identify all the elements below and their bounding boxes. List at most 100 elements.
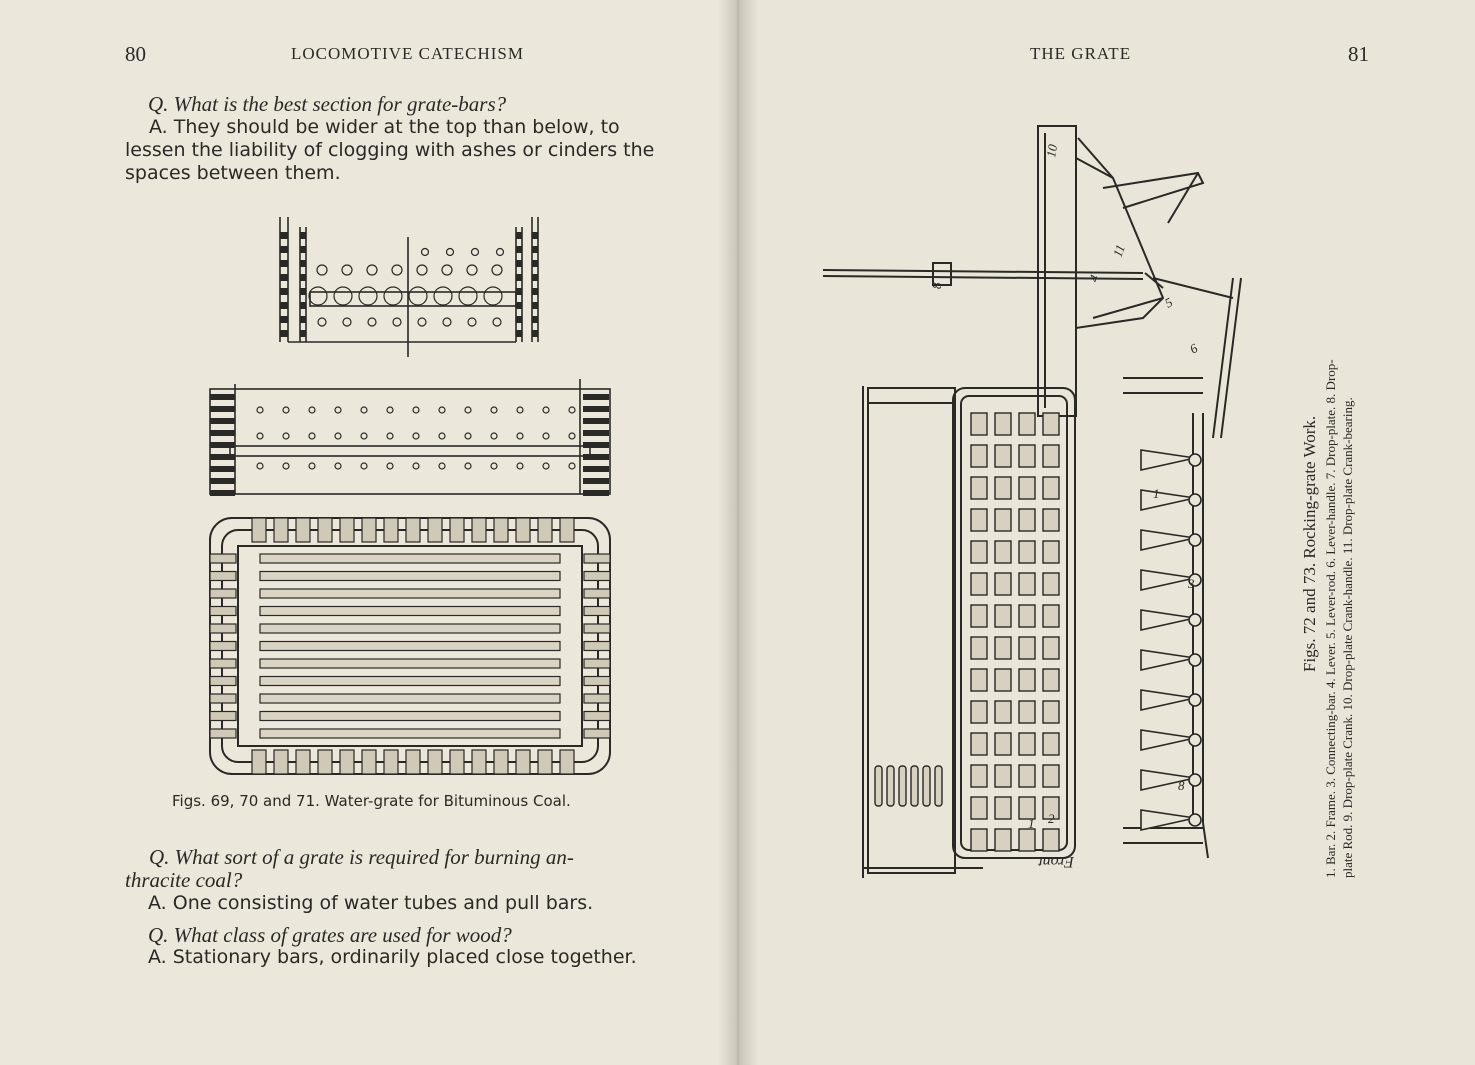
crank-pivot [1188, 733, 1202, 747]
grate-bar [1042, 572, 1060, 596]
grate-bar [874, 765, 883, 807]
legend-line: 1. Bar. 2. Frame. 3. Connecting-bar. 4. … [1323, 359, 1338, 878]
answer-wood: A. Stationary bars, ordinarily placed cl… [148, 946, 637, 968]
brick-hatch [280, 330, 288, 337]
tube-end [427, 517, 443, 543]
brick-hatch [532, 232, 538, 239]
tube-end [317, 749, 333, 775]
grate-tube [259, 623, 561, 634]
brick-hatch [516, 316, 522, 323]
tube-end [209, 605, 237, 617]
tube-end [583, 728, 611, 739]
tube-end [583, 553, 611, 564]
grate-bar [994, 412, 1012, 436]
grate-bar [994, 604, 1012, 628]
grate-bar [1042, 828, 1060, 852]
tube-end [471, 517, 487, 543]
grate-bar [970, 444, 988, 468]
water-tube [442, 317, 452, 327]
grate-bar [994, 764, 1012, 788]
tube-end [583, 640, 611, 652]
tube-end [209, 553, 237, 564]
tube-end [405, 749, 421, 775]
tube-end [383, 749, 399, 775]
brick-hatch [532, 330, 538, 337]
label-4: 4 [1086, 272, 1102, 284]
water-tube [386, 406, 394, 414]
water-tube [466, 264, 478, 276]
brick-hatch [210, 454, 235, 460]
water-tube [464, 432, 472, 440]
grate-bar [1018, 540, 1036, 564]
label-6: 6 [1187, 340, 1201, 356]
grate-bar [1018, 604, 1036, 628]
label-front: Front. [1034, 853, 1075, 870]
water-tube [360, 406, 368, 414]
tube-end [251, 749, 267, 775]
tube-end [515, 749, 531, 775]
water-tube [308, 406, 316, 414]
grate-bar [1042, 700, 1060, 724]
tube-end [209, 693, 237, 704]
water-tube [438, 432, 446, 440]
crank-pivot [1188, 533, 1202, 547]
crank-arm [1140, 449, 1196, 471]
grate-bar [970, 828, 988, 852]
tube-end [583, 588, 611, 599]
water-tube [360, 432, 368, 440]
brick-hatch [210, 418, 235, 424]
answer-anthracite: A. One consisting of water tubes and pul… [148, 892, 594, 914]
water-tube [464, 406, 472, 414]
grate-bar [1018, 732, 1036, 756]
water-tube [392, 317, 402, 327]
brick-hatch [300, 316, 306, 323]
grate-bar [970, 508, 988, 532]
tube-end [209, 588, 237, 599]
tube-end [361, 517, 377, 543]
grate-bar [1042, 604, 1060, 628]
brick-hatch [516, 274, 522, 281]
grate-bar [994, 444, 1012, 468]
question-line: Q. What sort of a grate is required for … [149, 845, 574, 869]
brick-hatch [516, 302, 522, 309]
brick-hatch [280, 246, 288, 253]
tube-end [583, 675, 611, 687]
grate-bar [1042, 636, 1060, 660]
water-tube [568, 432, 576, 440]
tube-end [361, 749, 377, 775]
water-tube [386, 462, 394, 470]
brick-hatch [583, 442, 609, 448]
page-number-left: 80 [125, 42, 146, 66]
grate-bar [970, 732, 988, 756]
water-tube [412, 432, 420, 440]
grate-bar [886, 765, 895, 807]
grate-bar [1018, 636, 1036, 660]
grate-bar [994, 636, 1012, 660]
figure-71-plan-view [209, 517, 611, 775]
crank-pivot [1188, 573, 1202, 587]
crank-pivot [1188, 493, 1202, 507]
water-tube [383, 286, 403, 306]
grate-tube [259, 588, 561, 599]
crank-arm [1140, 489, 1196, 511]
brick-hatch [516, 260, 522, 267]
brick-hatch [210, 478, 235, 484]
crank-pivot [1188, 613, 1202, 627]
brick-hatch [300, 302, 306, 309]
brick-hatch [583, 406, 609, 412]
grate-bar [1018, 764, 1036, 788]
grate-bar [1018, 668, 1036, 692]
brick-hatch [300, 330, 306, 337]
brick-hatch [210, 466, 235, 472]
water-tube [386, 432, 394, 440]
water-tube [366, 264, 378, 276]
tube-end [559, 749, 575, 775]
brick-hatch [300, 246, 306, 253]
tube-end [405, 517, 421, 543]
tube-end [559, 517, 575, 543]
grate-bar [970, 668, 988, 692]
grate-bar [994, 796, 1012, 820]
grate-bar [1042, 476, 1060, 500]
label-11: 11 [1110, 243, 1128, 259]
brick-hatch [532, 302, 538, 309]
